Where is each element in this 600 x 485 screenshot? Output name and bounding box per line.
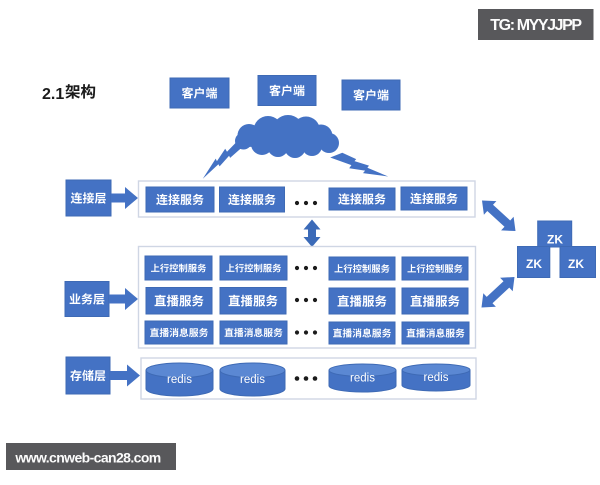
svg-text:redis: redis <box>167 374 192 386</box>
svg-text:ZK: ZK <box>568 257 584 271</box>
svg-text:redis: redis <box>240 374 265 386</box>
svg-text:ZK: ZK <box>547 233 563 247</box>
svg-text:TG: MYYJJPP: TG: MYYJJPP <box>490 17 582 34</box>
svg-text:redis: redis <box>424 372 449 384</box>
svg-text:2.1: 2.1 <box>42 86 64 103</box>
svg-text:ZK: ZK <box>526 257 542 271</box>
svg-text:www.cnweb-can28.com: www.cnweb-can28.com <box>14 450 160 466</box>
svg-text:redis: redis <box>350 372 375 384</box>
